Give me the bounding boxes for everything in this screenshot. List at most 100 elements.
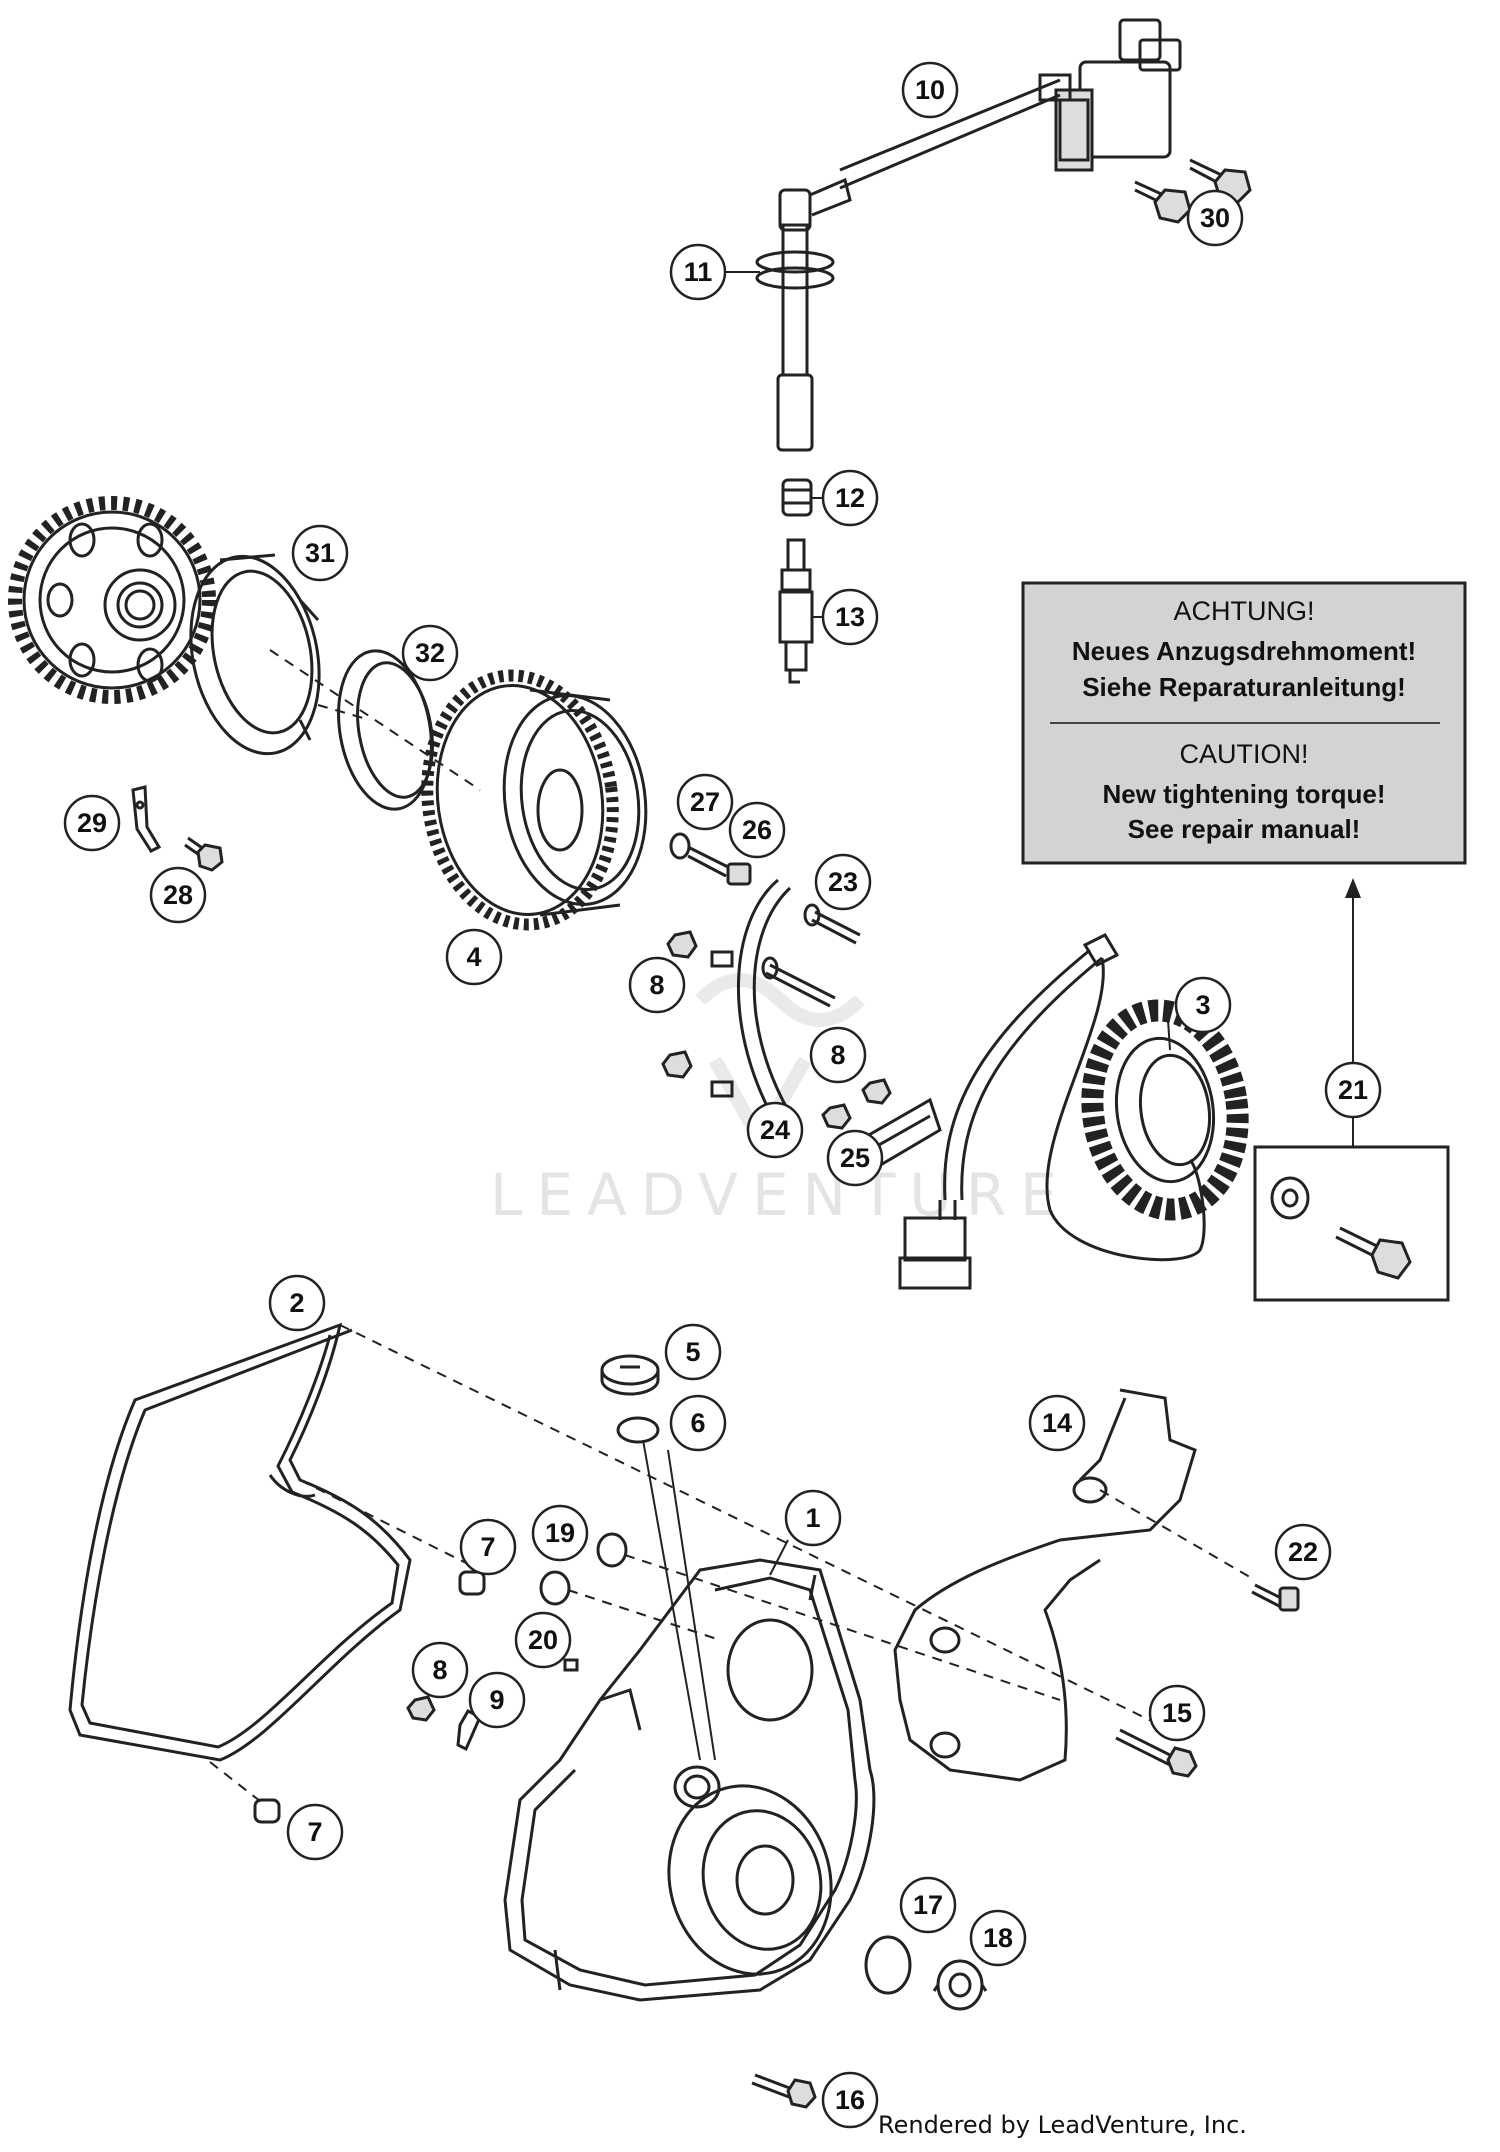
footer-credit: Rendered by LeadVenture, Inc. bbox=[878, 2111, 1247, 2139]
cover-bolt[interactable] bbox=[751, 2073, 817, 2109]
callout-label: 18 bbox=[983, 1923, 1013, 1953]
callout-circle bbox=[149, 866, 207, 924]
callout-22: 22 bbox=[1274, 1523, 1332, 1581]
callout-label: 29 bbox=[77, 808, 107, 838]
ignition-coil[interactable] bbox=[839, 18, 1182, 190]
callout-label: 8 bbox=[649, 970, 664, 1000]
chain-guide-rail[interactable] bbox=[710, 878, 797, 1131]
callout-12: 12 bbox=[821, 469, 879, 527]
screw-plug[interactable] bbox=[600, 1354, 660, 1396]
spark-plug[interactable] bbox=[778, 538, 814, 684]
callout-19: 19 bbox=[531, 1504, 589, 1562]
ignition-cover[interactable] bbox=[503, 1558, 876, 2002]
callout-circle bbox=[1324, 1061, 1382, 1119]
callout-25: 25 bbox=[826, 1129, 884, 1187]
callout-20: 20 bbox=[514, 1611, 572, 1669]
callout-label: 21 bbox=[1338, 1075, 1368, 1105]
callout-circle bbox=[826, 1129, 884, 1187]
o-ring[interactable] bbox=[864, 1935, 912, 1995]
callout-circle bbox=[531, 1504, 589, 1562]
callout-label: 11 bbox=[684, 257, 713, 287]
callout-label: 31 bbox=[305, 538, 335, 568]
callout-label: 6 bbox=[690, 1408, 705, 1438]
callout-29: 29 bbox=[63, 794, 121, 852]
callout-16: 16 bbox=[821, 2071, 879, 2129]
callout-2: 2 bbox=[268, 1274, 326, 1332]
callout-13: 13 bbox=[821, 588, 879, 646]
freewheel-ring[interactable] bbox=[327, 643, 443, 816]
callout-32: 32 bbox=[401, 624, 459, 682]
callout-label: 3 bbox=[1195, 990, 1210, 1020]
callout-circle bbox=[628, 956, 686, 1014]
callout-14: 14 bbox=[1028, 1394, 1086, 1452]
cable-bracket[interactable] bbox=[131, 785, 162, 853]
bearing-sleeve[interactable] bbox=[539, 1532, 628, 1606]
callout-circle bbox=[676, 773, 734, 831]
callout-circle bbox=[1174, 976, 1232, 1034]
callout-circle bbox=[669, 243, 727, 301]
callout-28: 28 bbox=[149, 866, 207, 924]
callout-7: 7 bbox=[286, 1803, 344, 1861]
callout-circle bbox=[784, 1489, 842, 1547]
callout-label: 2 bbox=[289, 1288, 304, 1318]
spark-plug-cap[interactable] bbox=[755, 177, 852, 452]
callout-circle bbox=[445, 928, 503, 986]
callout-circle bbox=[1186, 189, 1244, 247]
guide-nut[interactable] bbox=[661, 930, 892, 1130]
rotor-washer[interactable] bbox=[669, 832, 691, 860]
notice-line1-en: New tightening torque! bbox=[1102, 779, 1385, 809]
cover-cap-nut[interactable] bbox=[932, 1959, 988, 2011]
stator[interactable] bbox=[1080, 999, 1250, 1221]
cover-bolt-long[interactable] bbox=[1115, 1728, 1198, 1778]
callout-label: 14 bbox=[1042, 1408, 1072, 1438]
notice-title-de: ACHTUNG! bbox=[1174, 596, 1315, 626]
callout-circle bbox=[63, 794, 121, 852]
stator-bolt-kit[interactable] bbox=[1253, 1145, 1450, 1302]
callout-8: 8 bbox=[809, 1026, 867, 1084]
callout-8: 8 bbox=[628, 956, 686, 1014]
callout-circle bbox=[411, 1641, 469, 1699]
callout-label: 7 bbox=[307, 1817, 322, 1847]
callout-label: 25 bbox=[840, 1143, 870, 1173]
guide-bolt[interactable] bbox=[761, 903, 861, 1008]
callout-circle bbox=[899, 1876, 957, 1934]
callout-label: 15 bbox=[1162, 1698, 1192, 1728]
notice-title-en: CAUTION! bbox=[1179, 739, 1308, 769]
cover-nut[interactable] bbox=[406, 1695, 436, 1722]
starter-gear[interactable] bbox=[8, 496, 216, 704]
callout-label: 32 bbox=[415, 638, 445, 668]
freewheel-plate[interactable] bbox=[174, 544, 337, 765]
callout-26: 26 bbox=[728, 801, 786, 859]
stator-harness[interactable] bbox=[898, 933, 1206, 1290]
callout-5: 5 bbox=[664, 1323, 722, 1381]
callout-27: 27 bbox=[676, 773, 734, 831]
retaining-clip[interactable] bbox=[456, 1709, 482, 1752]
callout-3: 3 bbox=[1174, 976, 1232, 1034]
callout-label: 9 bbox=[489, 1685, 504, 1715]
callout-label: 4 bbox=[466, 942, 481, 972]
callout-8: 8 bbox=[411, 1641, 469, 1699]
callout-24: 24 bbox=[746, 1101, 804, 1159]
callout-circle bbox=[664, 1323, 722, 1381]
callout-circle bbox=[459, 1518, 517, 1576]
spark-plug-nut[interactable] bbox=[781, 478, 813, 517]
callout-label: 10 bbox=[915, 75, 945, 105]
rotor-nut[interactable] bbox=[687, 846, 752, 886]
callout-circle bbox=[821, 2071, 879, 2129]
callout-label: 5 bbox=[685, 1337, 700, 1367]
chain-cover[interactable] bbox=[893, 1388, 1197, 1782]
plug-o-ring[interactable] bbox=[616, 1416, 660, 1444]
chain-cover-bolt[interactable] bbox=[1251, 1583, 1300, 1612]
rotor-flywheel[interactable] bbox=[411, 663, 658, 936]
callout-10: 10 bbox=[901, 61, 959, 119]
dowel-sleeve[interactable] bbox=[253, 1570, 486, 1824]
callout-circle bbox=[514, 1611, 572, 1669]
locating-pin[interactable] bbox=[563, 1658, 579, 1672]
callout-circle bbox=[286, 1803, 344, 1861]
callout-11: 11 bbox=[669, 243, 727, 301]
callout-circle bbox=[969, 1909, 1027, 1967]
callout-label: 17 bbox=[913, 1890, 943, 1920]
cover-gasket[interactable] bbox=[68, 1322, 412, 1762]
bracket-bolt[interactable] bbox=[184, 836, 224, 872]
